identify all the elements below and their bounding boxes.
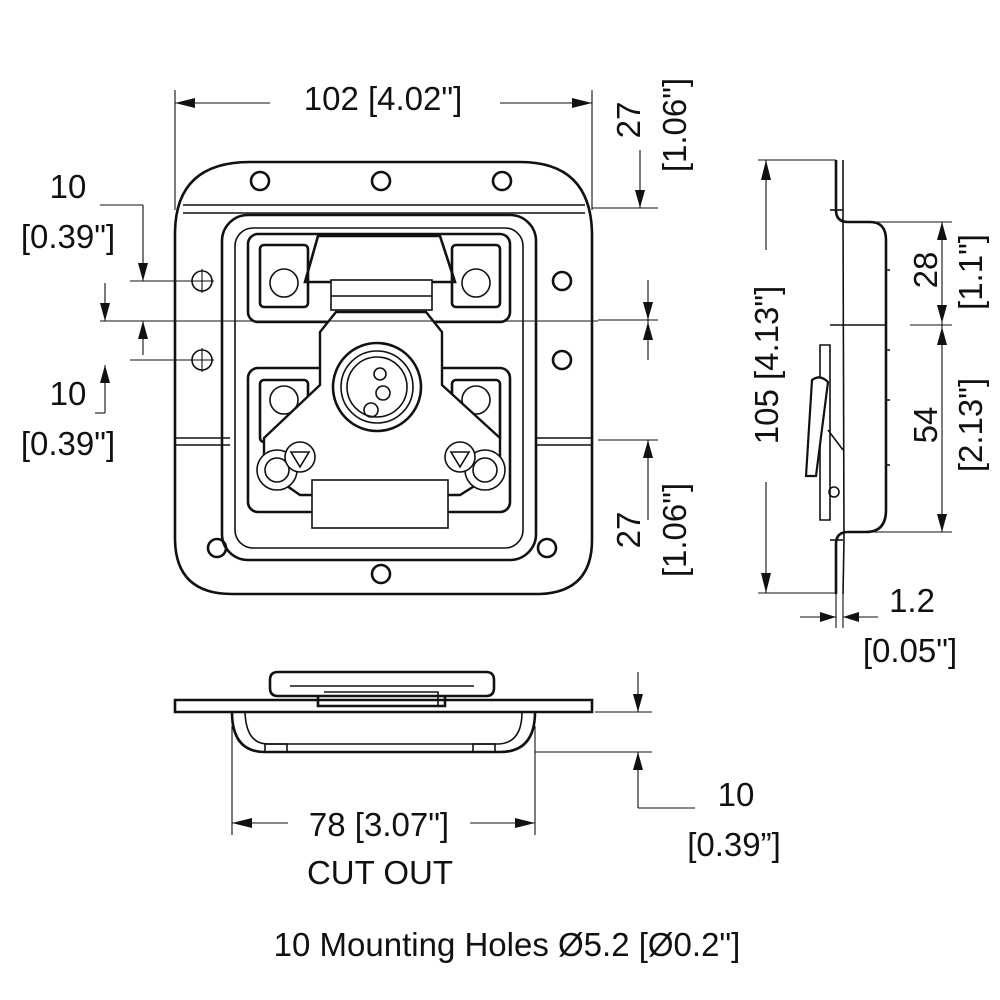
dim-side-upper-value: 28 xyxy=(907,252,944,289)
dim-thickness-inch: [0.05"] xyxy=(863,632,957,669)
dim-left-bottom-inch: [0.39"] xyxy=(21,425,115,462)
dim-right-top-inch: [1.06"] xyxy=(656,78,693,172)
dim-thickness-value: 1.2 xyxy=(889,582,935,619)
dim-left-top-inch: [0.39"] xyxy=(21,218,115,255)
bottom-flange xyxy=(173,698,594,714)
dim-width-label: 102 [4.02"] xyxy=(304,80,463,117)
dim-right-top-value: 27 xyxy=(610,102,647,139)
mounting-holes-note: 10 Mounting Holes Ø5.2 [Ø0.2"] xyxy=(274,926,741,963)
flange-outline xyxy=(173,160,594,596)
dim-side-upper-inch: [1.1"] xyxy=(952,234,989,310)
dim-depth-inch: [0.39”] xyxy=(687,826,781,863)
side-view xyxy=(758,159,952,628)
dim-left-top-value: 10 xyxy=(50,168,87,205)
dim-right-bottom-value: 27 xyxy=(610,512,647,549)
latch-handle xyxy=(262,310,502,497)
lock-cylinder xyxy=(331,341,423,433)
recessed-dish xyxy=(220,213,538,562)
bale-hinge xyxy=(303,234,457,284)
dim-depth-value: 10 xyxy=(718,776,755,813)
front-view xyxy=(95,90,658,596)
mounting-holes xyxy=(190,170,573,585)
cutout-label: CUT OUT xyxy=(307,854,453,891)
bottom-handle-top xyxy=(268,670,496,698)
dim-cutout-width: 78 [3.07"] xyxy=(309,806,449,843)
dim-side-lower-inch: [2.13"] xyxy=(952,378,989,472)
bottom-dish xyxy=(230,711,537,754)
side-handle xyxy=(804,376,830,478)
dim-left-bottom-value: 10 xyxy=(50,375,87,412)
dim-right-bottom-inch: [1.06"] xyxy=(656,483,693,577)
dim-side-lower-value: 54 xyxy=(907,407,944,444)
bottom-view xyxy=(173,670,695,835)
dim-side-height: 105 [4.13"] xyxy=(748,286,785,445)
